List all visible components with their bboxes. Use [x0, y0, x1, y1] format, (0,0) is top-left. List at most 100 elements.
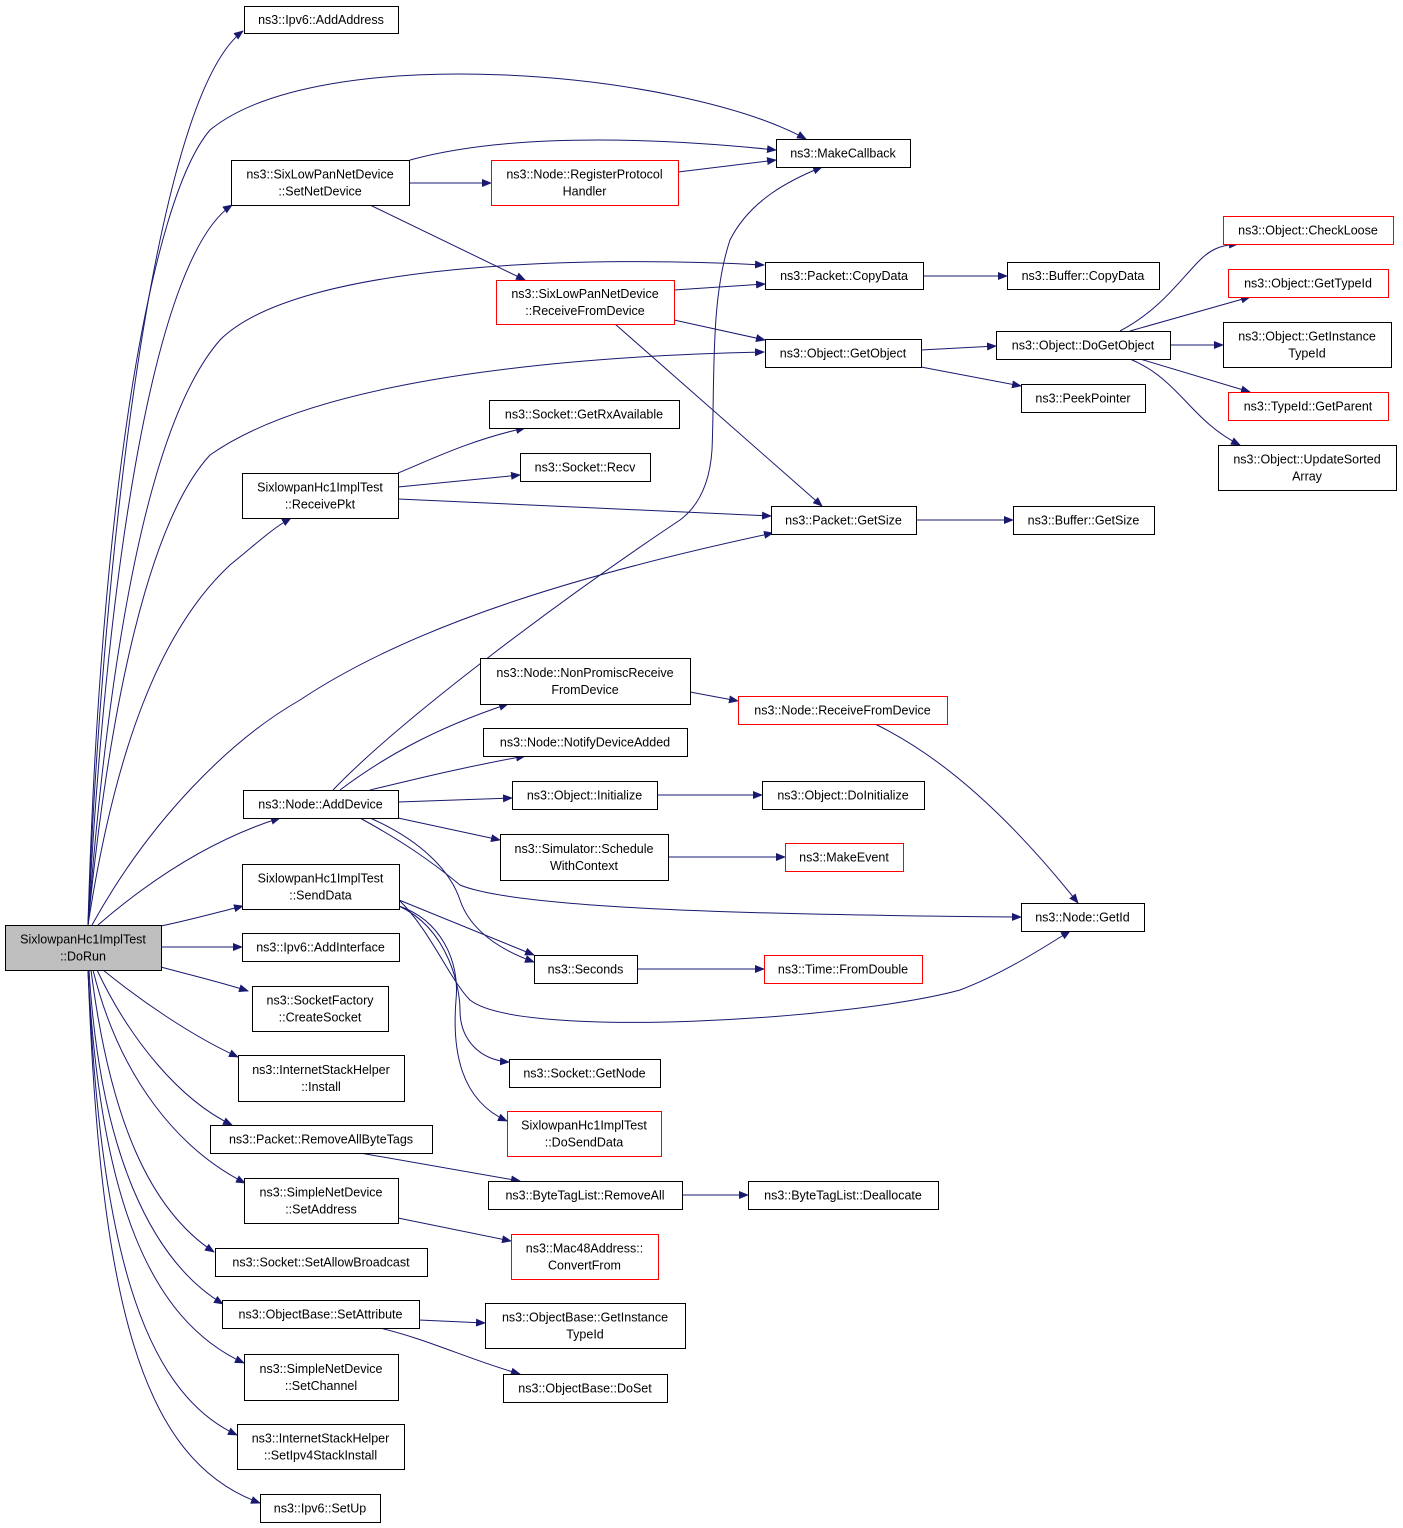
node-removeallbytetags[interactable]: ns3::Packet::RemoveAllByteTags [210, 1125, 433, 1154]
node-setattribute[interactable]: ns3::ObjectBase::SetAttribute [222, 1300, 420, 1329]
node-box [1021, 903, 1145, 932]
node-getparent[interactable]: ns3::TypeId::GetParent [1228, 392, 1389, 421]
node-setallowbroadcast[interactable]: ns3::Socket::SetAllowBroadcast [215, 1248, 428, 1277]
edge-receivefromdevice-to-getsize [614, 323, 823, 507]
node-box [507, 1111, 662, 1157]
node-getobject[interactable]: ns3::Object::GetObject [765, 339, 922, 368]
node-box [1218, 445, 1397, 491]
node-label: ns3::Ipv6::AddInterface [256, 941, 385, 955]
node-seconds[interactable]: ns3::Seconds [534, 955, 638, 984]
node-copydata[interactable]: ns3::Packet::CopyData [765, 262, 924, 290]
node-box [260, 1494, 381, 1523]
node-box [483, 728, 688, 757]
node-label: ns3::Packet::RemoveAllByteTags [229, 1133, 413, 1147]
node-senddata[interactable]: SixlowpanHc1ImplTest::SendData [242, 864, 400, 910]
node-label: ns3::SimpleNetDevice [260, 1362, 383, 1376]
node-recv[interactable]: ns3::Socket::Recv [520, 453, 651, 482]
node-box [1223, 322, 1392, 368]
node-setnetdevice[interactable]: ns3::SixLowPanNetDevice::SetNetDevice [231, 160, 410, 206]
node-getnode[interactable]: ns3::Socket::GetNode [509, 1059, 661, 1088]
node-label: Handler [563, 185, 607, 199]
node-adddevice[interactable]: ns3::Node::AddDevice [243, 790, 399, 819]
edge-root-to-removeallbytetags [96, 969, 233, 1126]
node-getid[interactable]: ns3::Node::GetId [1021, 903, 1145, 932]
node-label: ::SetChannel [285, 1379, 357, 1393]
node-label: SixlowpanHc1ImplTest [257, 481, 383, 495]
node-setaddress[interactable]: ns3::SimpleNetDevice::SetAddress [244, 1178, 399, 1224]
node-label: ns3::Node::GetId [1035, 911, 1130, 925]
node-ipv6_addaddress[interactable]: ns3::Ipv6::AddAddress [244, 6, 399, 34]
node-node_receivefromdevice[interactable]: ns3::Node::ReceiveFromDevice [738, 696, 948, 725]
node-box [511, 1234, 659, 1280]
node-receivepkt[interactable]: SixlowpanHc1ImplTest::ReceivePkt [242, 473, 399, 519]
edge-adddevice-to-schedulewithcontext [397, 817, 501, 843]
node-doinitialize[interactable]: ns3::Object::DoInitialize [762, 781, 925, 810]
node-label: ::SetAddress [285, 1203, 357, 1217]
node-box [237, 1424, 405, 1470]
node-box [738, 696, 948, 725]
node-install[interactable]: ns3::InternetStackHelper::Install [238, 1055, 405, 1102]
edge-adddevice-to-initialize [397, 794, 513, 803]
node-getrxavailable[interactable]: ns3::Socket::GetRxAvailable [489, 400, 680, 429]
node-addinterface[interactable]: ns3::Ipv6::AddInterface [242, 933, 400, 962]
node-getsize[interactable]: ns3::Packet::GetSize [771, 506, 917, 535]
node-notifydeviceadded[interactable]: ns3::Node::NotifyDeviceAdded [483, 728, 688, 757]
node-createsocket[interactable]: ns3::SocketFactory::CreateSocket [252, 986, 389, 1032]
edge-root-to-senddata [160, 904, 244, 927]
node-root[interactable]: SixlowpanHc1ImplTest::DoRun [5, 925, 162, 971]
node-box [509, 1059, 661, 1088]
edge-receivepkt-to-getrxavailable [397, 426, 526, 474]
edge-setnetdevice-to-receivefromdevice [369, 204, 526, 281]
node-label: ns3::Buffer::CopyData [1022, 269, 1145, 283]
node-label: SixlowpanHc1ImplTest [521, 1119, 647, 1133]
node-makeevent[interactable]: ns3::MakeEvent [785, 843, 904, 872]
node-receivefromdevice[interactable]: ns3::SixLowPanNetDevice::ReceiveFromDevi… [496, 280, 675, 325]
node-convertfrom[interactable]: ns3::Mac48Address::ConvertFrom [511, 1234, 659, 1280]
node-setchannel[interactable]: ns3::SimpleNetDevice::SetChannel [244, 1354, 399, 1401]
edge-getobject-to-peekpointer [920, 366, 1022, 389]
node-initialize[interactable]: ns3::Object::Initialize [512, 781, 658, 810]
node-gettypeid[interactable]: ns3::Object::GetTypeId [1228, 269, 1389, 298]
node-makecallback[interactable]: ns3::MakeCallback [776, 139, 911, 168]
node-bytetaglist_removeall[interactable]: ns3::ByteTagList::RemoveAll [488, 1181, 683, 1210]
edge-receivefromdevice-to-getobject [673, 319, 766, 342]
node-box [1013, 506, 1155, 535]
node-label: ns3::Object::DoGetObject [1012, 339, 1155, 353]
node-box [1007, 262, 1160, 290]
node-label: ns3::Node::NonPromiscReceive [496, 666, 673, 680]
node-setipv4stackinstall[interactable]: ns3::InternetStackHelper::SetIpv4StackIn… [237, 1424, 405, 1470]
node-box [1223, 216, 1394, 245]
node-label: ns3::ByteTagList::RemoveAll [505, 1189, 664, 1203]
node-box [244, 6, 399, 34]
node-dosenddata[interactable]: SixlowpanHc1ImplTest::DoSendData [507, 1111, 662, 1157]
node-box [242, 473, 399, 519]
node-box [1228, 392, 1389, 421]
node-buffer_copydata[interactable]: ns3::Buffer::CopyData [1007, 262, 1160, 290]
node-box [776, 139, 911, 168]
node-label: ns3::Object::Initialize [527, 789, 642, 803]
node-label: ns3::Object::UpdateSorted [1233, 453, 1380, 467]
node-label: ns3::Node::RegisterProtocol [506, 168, 662, 182]
node-peekpointer[interactable]: ns3::PeekPointer [1021, 384, 1146, 413]
node-fromdouble[interactable]: ns3::Time::FromDouble [764, 955, 923, 984]
node-label: ns3::Node::ReceiveFromDevice [754, 704, 931, 718]
edge-setattribute-to-doset [379, 1327, 521, 1376]
node-buffer_getsize[interactable]: ns3::Buffer::GetSize [1013, 506, 1155, 535]
node-label: ns3::Mac48Address:: [526, 1242, 643, 1256]
node-box [243, 790, 399, 819]
node-label: ns3::SixLowPanNetDevice [511, 287, 658, 301]
node-box [496, 280, 675, 325]
node-box [520, 453, 651, 482]
node-setup[interactable]: ns3::Ipv6::SetUp [260, 1494, 381, 1523]
edge-adddevice-to-nonpromisc [339, 703, 509, 791]
node-checkloose[interactable]: ns3::Object::CheckLoose [1223, 216, 1394, 245]
node-doset[interactable]: ns3::ObjectBase::DoSet [503, 1374, 668, 1403]
node-deallocate[interactable]: ns3::ByteTagList::Deallocate [748, 1181, 939, 1210]
node-dogetobject[interactable]: ns3::Object::DoGetObject [996, 331, 1171, 360]
